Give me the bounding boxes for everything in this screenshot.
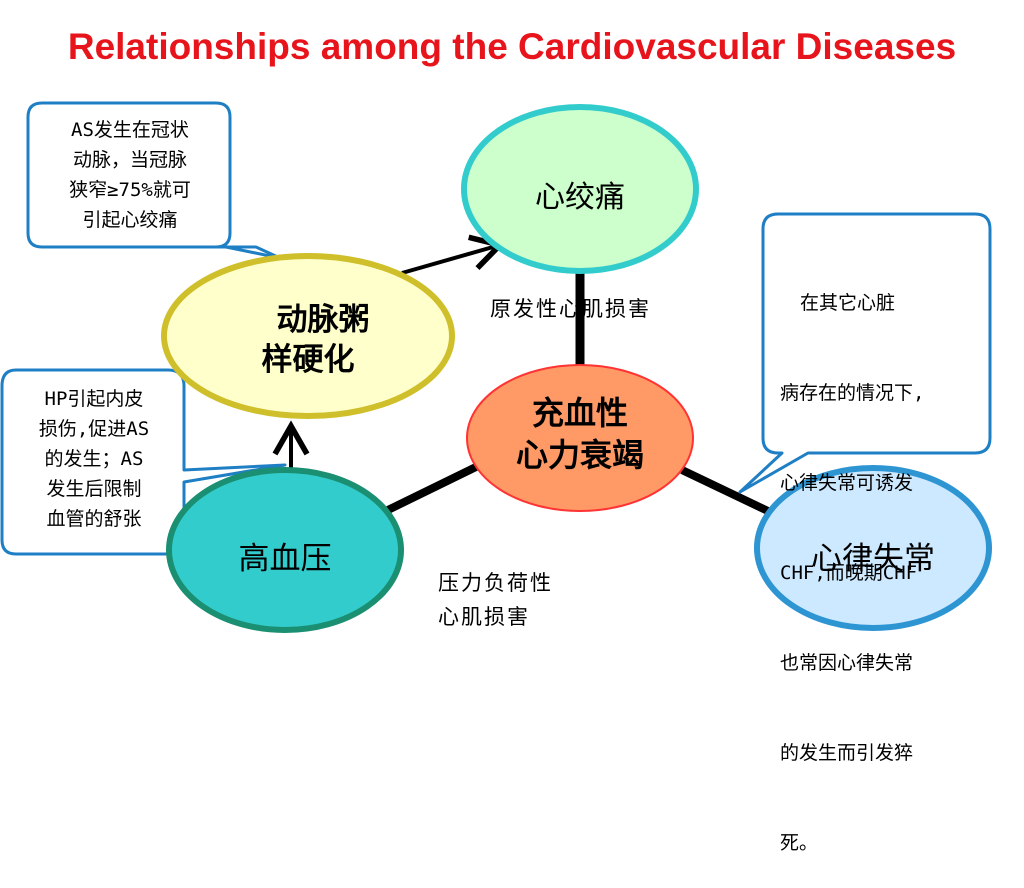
callout-arrhythmia-chf-line: 死。 <box>780 832 819 854</box>
node-arrhythmia-shape <box>754 465 992 631</box>
node-atherosclerosis-line1: 动脉粥 <box>276 302 370 338</box>
arrow-atherosclerosis-angina <box>401 234 506 275</box>
edge-label-primary: 原发性心肌损害 <box>490 293 651 323</box>
callout-arrhythmia-chf-line: 在其它心脏 <box>800 292 896 314</box>
diagram-canvas <box>0 101 992 633</box>
node-chf-label: 充血性 心力衰竭 <box>480 392 680 476</box>
callout-arrhythmia-chf-line: 也常因心律失常 <box>780 652 914 674</box>
edge-label-pressure: 压力负荷性 心肌损害 <box>438 566 553 634</box>
node-chf-line1: 充血性 <box>531 394 628 432</box>
callout-as-angina-bubble <box>26 101 282 260</box>
node-atherosclerosis-label: 动脉粥 样硬化 <box>228 300 388 380</box>
callout-hp-as-line: 发生后限制 <box>46 478 142 500</box>
callout-hp-as-line: 损伤,促进AS <box>38 418 150 440</box>
edge-label-pressure-line2: 心肌损害 <box>438 605 530 629</box>
connector-chf-arrhythmia <box>680 466 774 517</box>
connector-chf-hypertension <box>386 461 482 514</box>
callout-as-angina-text: AS发生在冠状 动脉，当冠脉 狭窄≥75%就可 引起心绞痛 <box>34 115 226 235</box>
callout-as-angina-line: 狭窄≥75%就可 <box>69 179 191 201</box>
edge-label-primary-line2: 心肌损害 <box>559 297 651 321</box>
node-chf-shape <box>466 364 694 512</box>
edge-label-pressure-line1: 压力负荷性 <box>438 571 553 595</box>
callout-arrhythmia-chf-line: CHF,而晚期CHF <box>780 562 918 584</box>
callout-arrhythmia-chf-text: 在其它心脏 病存在的情况下, 心律失常可诱发 CHF,而晚期CHF 也常因心律失… <box>780 228 985 888</box>
callout-arrhythmia-chf-line: 心律失常可诱发 <box>780 472 914 494</box>
callout-hp-as-line: 血管的舒张 <box>46 508 142 530</box>
callout-hp-as-line: HP引起内皮 <box>44 388 144 410</box>
node-atherosclerosis-line2: 样硬化 <box>261 342 355 378</box>
node-hypertension-shape <box>166 467 404 633</box>
callout-hp-as-text: HP引起内皮 损伤,促进AS 的发生；AS 发生后限制 血管的舒张 <box>6 384 182 534</box>
node-hypertension-label: 高血压 <box>238 541 332 577</box>
edge-label-primary-line1: 原发性 <box>490 297 559 321</box>
node-chf-line2: 心力衰竭 <box>515 436 644 474</box>
node-atherosclerosis-shape <box>161 253 455 419</box>
callout-as-angina-line: 动脉，当冠脉 <box>72 149 187 171</box>
node-angina-label: 心绞痛 <box>535 180 625 215</box>
callout-hp-as-line: 的发生；AS <box>44 448 144 470</box>
page-title: Relationships among the Cardiovascular D… <box>67 26 957 67</box>
callout-arrhythmia-chf-line: 病存在的情况下, <box>780 382 925 404</box>
node-angina-shape <box>461 104 699 274</box>
callout-as-angina-line: AS发生在冠状 <box>71 119 189 141</box>
callout-arrhythmia-chf-line: 的发生而引发猝 <box>780 742 914 764</box>
node-arrhythmia-label: 心律失常 <box>811 541 935 577</box>
callout-as-angina-line: 引起心绞痛 <box>82 209 178 231</box>
callout-arrhythmia-chf-bubble <box>738 212 992 494</box>
